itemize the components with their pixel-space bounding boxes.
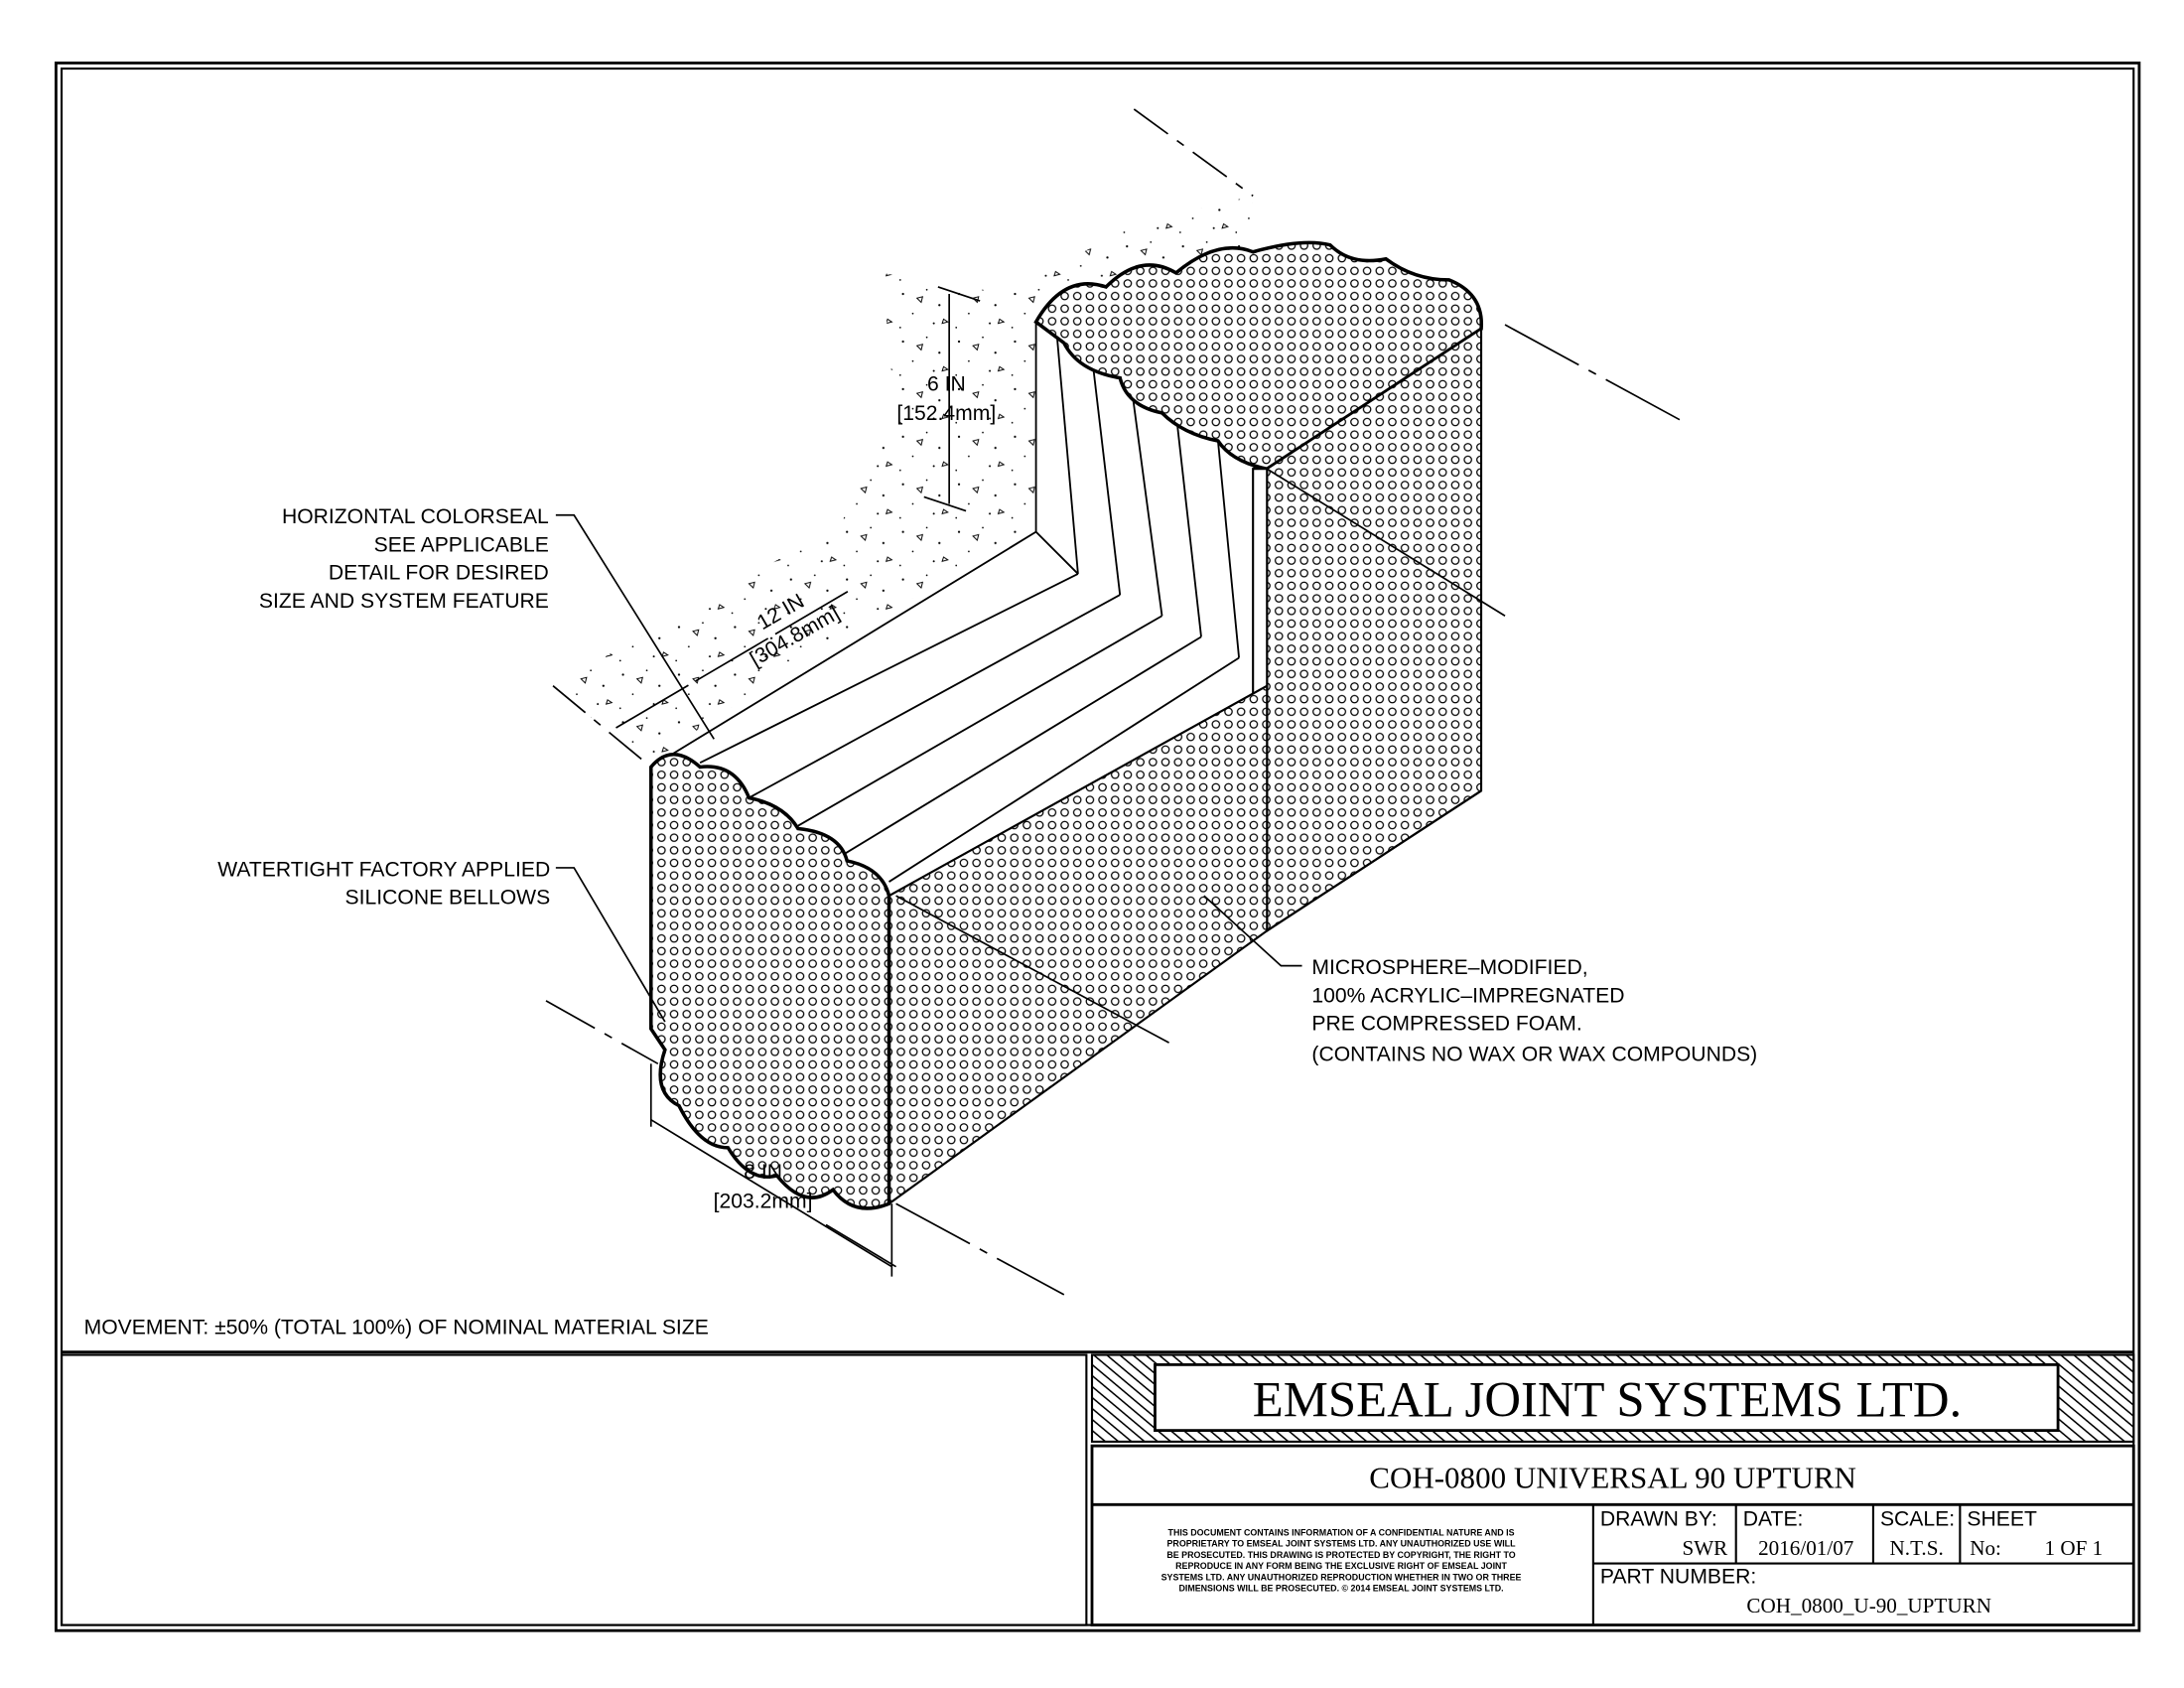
svg-text:PRE COMPRESSED FOAM.: PRE COMPRESSED FOAM. <box>1311 1012 1581 1035</box>
callout-bellows: WATERTIGHT FACTORY APPLIED SILICONE BELL… <box>217 858 550 909</box>
title-fields: DRAWN BY: SWR DATE: 2016/01/07 SCALE: N.… <box>1600 1507 2103 1617</box>
dim-height: 6 IN [152.4mm] <box>896 372 996 425</box>
svg-text:DIMENSIONS WILL BE PROSECUTED.: DIMENSIONS WILL BE PROSECUTED. © 2014 EM… <box>1178 1584 1503 1594</box>
svg-text:N.T.S.: N.T.S. <box>1890 1536 1944 1560</box>
outer-border <box>55 62 2141 1632</box>
svg-text:SHEET: SHEET <box>1967 1507 2037 1530</box>
svg-text:HORIZONTAL COLORSEAL: HORIZONTAL COLORSEAL <box>282 505 549 528</box>
company-name: EMSEAL JOINT SYSTEMS LTD. <box>1253 1372 1963 1428</box>
svg-text:PART NUMBER:: PART NUMBER: <box>1600 1565 1756 1588</box>
disclaimer: THIS DOCUMENT CONTAINS INFORMATION OF A … <box>1161 1527 1522 1593</box>
svg-text:(CONTAINS NO WAX OR WAX COMPOU: (CONTAINS NO WAX OR WAX COMPOUNDS) <box>1311 1043 1757 1065</box>
callout-foam: MICROSPHERE–MODIFIED, 100% ACRYLIC–IMPRE… <box>1311 956 1757 1065</box>
svg-text:[152.4mm]: [152.4mm] <box>896 402 996 425</box>
svg-text:SWR: SWR <box>1682 1536 1728 1560</box>
svg-text:THIS DOCUMENT CONTAINS INFORMA: THIS DOCUMENT CONTAINS INFORMATION OF A … <box>1168 1527 1515 1537</box>
svg-text:SEE APPLICABLE: SEE APPLICABLE <box>374 533 549 556</box>
dim-width: 8 IN [203.2mm] <box>714 1161 813 1213</box>
silicone-bellows <box>656 320 1269 898</box>
svg-text:1 OF 1: 1 OF 1 <box>2044 1536 2103 1560</box>
svg-text:SILICONE BELLOWS: SILICONE BELLOWS <box>345 887 551 910</box>
svg-text:REPRODUCE IN ANY FORM BEING TH: REPRODUCE IN ANY FORM BEING THE EXCLUSIV… <box>1175 1561 1507 1571</box>
end-foam <box>649 753 891 1210</box>
concrete-substrate <box>552 108 1254 769</box>
svg-text:SCALE:: SCALE: <box>1880 1507 1955 1530</box>
svg-text:[203.2mm]: [203.2mm] <box>714 1191 813 1213</box>
svg-text:BE PROSECUTED. THIS DRAWING IS: BE PROSECUTED. THIS DRAWING IS PROTECTED… <box>1166 1550 1515 1560</box>
svg-text:WATERTIGHT FACTORY APPLIED: WATERTIGHT FACTORY APPLIED <box>217 858 550 881</box>
svg-text:DRAWN BY:: DRAWN BY: <box>1600 1507 1717 1530</box>
svg-text:6 IN: 6 IN <box>927 372 966 395</box>
movement-note: MOVEMENT: ±50% (TOTAL 100%) OF NOMINAL M… <box>84 1316 709 1338</box>
svg-text:100% ACRYLIC–IMPREGNATED: 100% ACRYLIC–IMPREGNATED <box>1311 984 1624 1007</box>
svg-text:SIZE AND SYSTEM FEATURE: SIZE AND SYSTEM FEATURE <box>259 590 549 613</box>
svg-text:COH_0800_U-90_UPTURN: COH_0800_U-90_UPTURN <box>1746 1594 1991 1618</box>
title-block <box>60 1350 2135 1626</box>
svg-text:PROPRIETARY TO EMSEAL JOINT SY: PROPRIETARY TO EMSEAL JOINT SYSTEMS LTD.… <box>1167 1539 1517 1549</box>
svg-text:DETAIL FOR DESIRED: DETAIL FOR DESIRED <box>329 562 549 585</box>
svg-text:SYSTEMS LTD. ANY UNAUTHORIZED: SYSTEMS LTD. ANY UNAUTHORIZED REPRODUCTI… <box>1161 1572 1522 1582</box>
drawing-title: COH-0800 UNIVERSAL 90 UPTURN <box>1369 1460 1856 1494</box>
svg-text:MICROSPHERE–MODIFIED,: MICROSPHERE–MODIFIED, <box>1311 956 1587 979</box>
svg-text:2016/01/07: 2016/01/07 <box>1758 1536 1853 1560</box>
callout-colorseal: HORIZONTAL COLORSEAL SEE APPLICABLE DETA… <box>259 505 549 613</box>
svg-text:8 IN: 8 IN <box>744 1161 782 1184</box>
top-foam <box>1033 240 1483 472</box>
foam-blocks <box>649 240 1483 1210</box>
dimension-lines <box>545 286 1681 1296</box>
svg-text:No:: No: <box>1970 1536 2001 1560</box>
svg-text:DATE:: DATE: <box>1743 1507 1804 1530</box>
